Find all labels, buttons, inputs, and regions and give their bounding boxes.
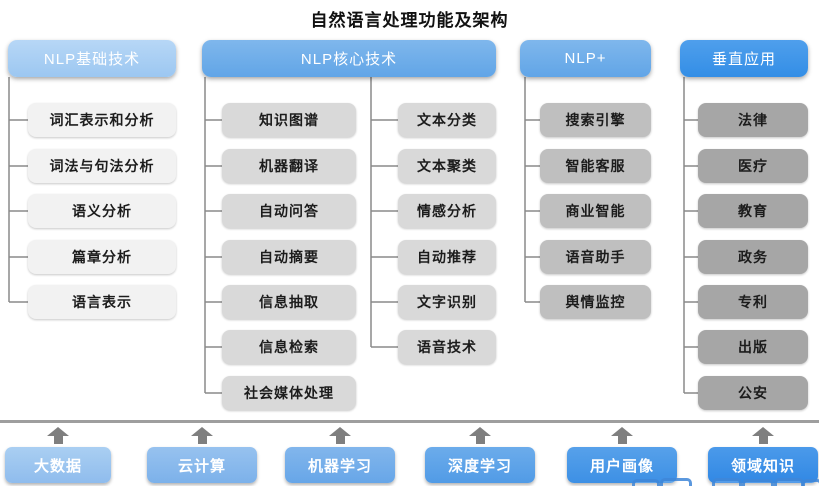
node-auto-summarization: 自动摘要: [222, 240, 356, 274]
node-medical: 医疗: [698, 149, 808, 183]
watermark-fragment: [802, 479, 819, 486]
node-machine-translation: 机器翻译: [222, 149, 356, 183]
node-discourse-analysis: 篇章分析: [28, 240, 176, 274]
node-education: 教育: [698, 194, 808, 228]
node-semantic-analysis: 语义分析: [28, 194, 176, 228]
node-public-security: 公安: [698, 376, 808, 410]
column-header-nlp-basic: NLP基础技术: [8, 40, 176, 77]
node-morph-syntax-analysis: 词法与句法分析: [28, 149, 176, 183]
node-language-representation: 语言表示: [28, 285, 176, 319]
node-legal: 法律: [698, 103, 808, 137]
column-header-nlp-plus: NLP+: [520, 40, 651, 77]
foundation-user-profile: 用户画像: [567, 447, 677, 483]
watermark-fragment: [632, 479, 660, 486]
up-arrow-icon: [46, 427, 70, 444]
foundation-deep-learning: 深度学习: [425, 447, 535, 483]
node-business-intelligence: 商业智能: [540, 194, 651, 228]
node-publishing: 出版: [698, 330, 808, 364]
node-sentiment-analysis: 情感分析: [398, 194, 496, 228]
watermark-fragment: [712, 478, 742, 486]
foundation-cloud-computing: 云计算: [147, 447, 257, 483]
node-text-classification: 文本分类: [398, 103, 496, 137]
column-header-nlp-core: NLP核心技术: [202, 40, 496, 77]
up-arrow-icon: [468, 427, 492, 444]
node-voice-assistant: 语音助手: [540, 240, 651, 274]
node-ocr: 文字识别: [398, 285, 496, 319]
page-title: 自然语言处理功能及架构: [310, 11, 509, 30]
up-arrow-icon: [610, 427, 634, 444]
node-social-media-processing: 社会媒体处理: [222, 376, 356, 410]
watermark-fragment: [742, 479, 774, 486]
up-arrow-icon: [328, 427, 352, 444]
foundation-machine-learning: 机器学习: [285, 447, 395, 483]
node-search-engine: 搜索引擎: [540, 103, 651, 137]
up-arrow-icon: [190, 427, 214, 444]
node-opinion-monitoring: 舆情监控: [540, 285, 651, 319]
foundation-big-data: 大数据: [5, 447, 111, 483]
node-question-answering: 自动问答: [222, 194, 356, 228]
node-lexical-representation: 词汇表示和分析: [28, 103, 176, 137]
foundation-divider-line: [0, 420, 819, 423]
node-text-clustering: 文本聚类: [398, 149, 496, 183]
foundation-domain-knowledge: 领域知识: [708, 447, 818, 483]
node-information-extraction: 信息抽取: [222, 285, 356, 319]
node-patent: 专利: [698, 285, 808, 319]
up-arrow-icon: [751, 427, 775, 444]
column-header-vertical-apps: 垂直应用: [680, 40, 808, 77]
node-information-retrieval: 信息检索: [222, 330, 356, 364]
node-government: 政务: [698, 240, 808, 274]
watermark-fragment: [774, 478, 804, 486]
node-knowledge-graph: 知识图谱: [222, 103, 356, 137]
node-smart-customer-service: 智能客服: [540, 149, 651, 183]
node-auto-recommendation: 自动推荐: [398, 240, 496, 274]
node-speech-technology: 语音技术: [398, 330, 496, 364]
watermark-fragment: [660, 478, 692, 486]
